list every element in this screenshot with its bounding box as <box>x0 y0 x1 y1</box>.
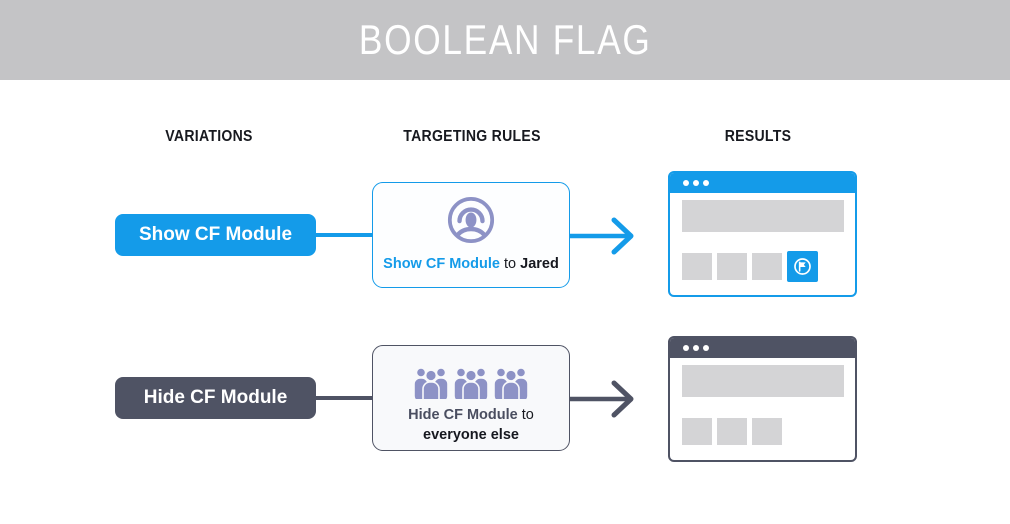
rule-connector: to <box>499 256 521 272</box>
result-browser-row1 <box>668 171 857 297</box>
content-placeholder-row <box>682 416 782 447</box>
window-dot <box>693 345 699 351</box>
content-placeholder-block <box>717 253 747 280</box>
column-header-results: RESULTS <box>724 128 792 145</box>
flag-circle-icon <box>793 257 812 276</box>
column-header-targeting-rules: TARGETING RULES <box>403 128 541 145</box>
rule-text-row2: Hide CF Module to everyone else <box>408 405 534 445</box>
variation-pill-show-cf-module: Show CF Module <box>115 214 316 256</box>
rule-flag-name: Show CF Module <box>383 256 500 272</box>
content-placeholder-row <box>682 251 818 282</box>
content-placeholder-block <box>682 253 712 280</box>
result-browser-row2 <box>668 336 857 462</box>
targeting-rule-card-row2: Hide CF Module to everyone else <box>372 345 570 451</box>
browser-titlebar <box>670 338 855 358</box>
title-banner: BOOLEAN FLAG <box>0 0 1010 80</box>
connector-line-row1 <box>314 233 374 237</box>
crowd-icon <box>413 365 529 407</box>
page-title: BOOLEAN FLAG <box>358 16 652 63</box>
column-header-variations: VARIATIONS <box>165 128 253 145</box>
window-dot <box>703 345 709 351</box>
window-dot <box>683 180 689 186</box>
content-placeholder-banner <box>682 365 844 397</box>
connector-line-row2 <box>314 396 374 400</box>
content-placeholder-banner <box>682 200 844 232</box>
user-circle-icon <box>447 196 495 244</box>
content-placeholder-block <box>752 253 782 280</box>
variation-pill-hide-cf-module: Hide CF Module <box>115 377 316 419</box>
content-placeholder-block <box>752 418 782 445</box>
window-dot <box>703 180 709 186</box>
targeting-rule-card-row1: Show CF Module to Jared <box>372 182 570 288</box>
browser-titlebar <box>670 173 855 193</box>
window-dot <box>693 180 699 186</box>
window-dot <box>683 345 689 351</box>
content-placeholder-block <box>717 418 747 445</box>
arrow-row2 <box>570 380 634 418</box>
rule-audience: Jared <box>520 256 559 272</box>
rule-connector: to <box>517 407 534 423</box>
cf-module-block <box>787 251 818 282</box>
rule-text-row1: Show CF Module to Jared <box>383 254 559 274</box>
rule-flag-name: Hide CF Module <box>408 407 518 423</box>
rule-audience: everyone else <box>423 427 519 443</box>
arrow-row1 <box>570 217 634 255</box>
content-placeholder-block <box>682 418 712 445</box>
